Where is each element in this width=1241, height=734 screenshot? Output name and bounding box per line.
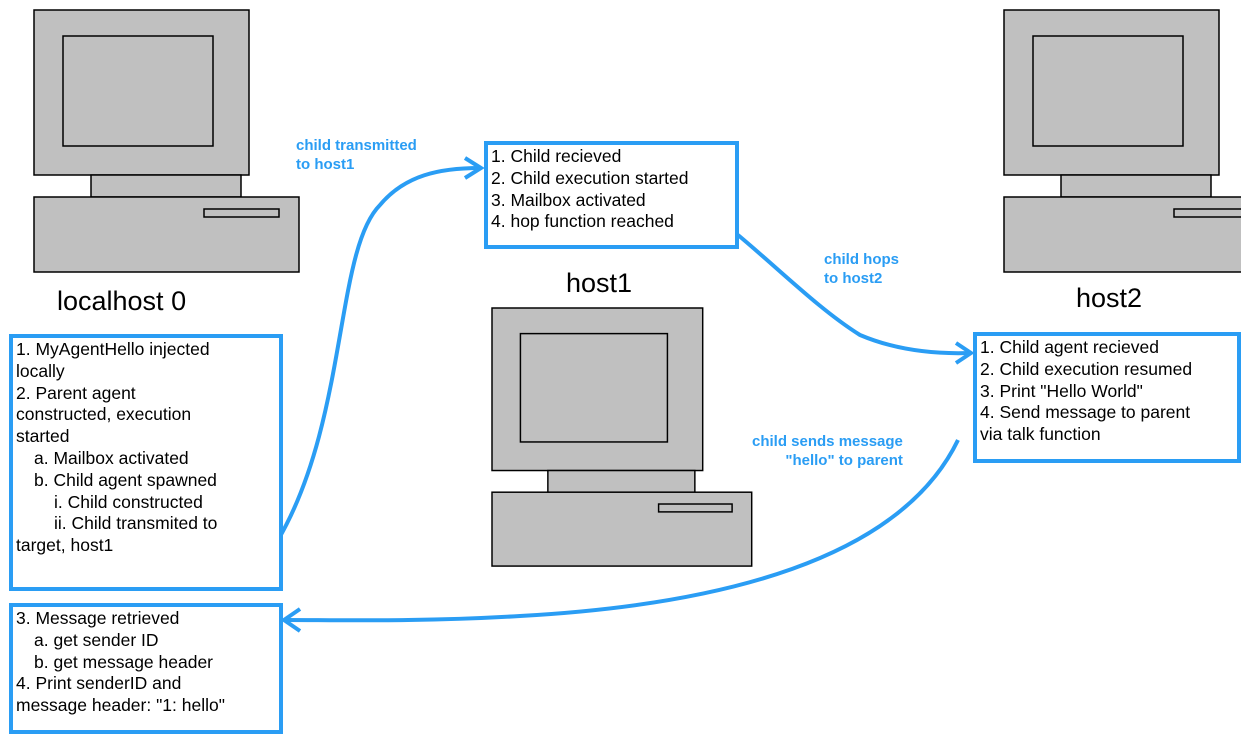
box-line: b. Child agent spawned bbox=[34, 469, 217, 490]
box-line: target, host1 bbox=[16, 535, 114, 556]
transmit-edge-label: child transmitted to host1 bbox=[296, 136, 417, 174]
box-line: 1. MyAgentHello injected bbox=[16, 339, 210, 359]
message-edge-label: child sends message "hello" to parent bbox=[752, 432, 903, 470]
transmit-arrow-line bbox=[276, 166, 481, 542]
transmit-arrowhead bbox=[463, 156, 485, 180]
hop-edge-label: child hops to host2 bbox=[824, 250, 899, 288]
box-line: 3. Print "Hello World" bbox=[980, 380, 1143, 401]
box-line: ii. Child transmited to bbox=[54, 513, 218, 534]
edge-label-line: to host2 bbox=[824, 270, 883, 287]
localhost-start-box: 1. MyAgentHello injected locally 2. Pare… bbox=[9, 334, 283, 591]
message-arrow-line bbox=[284, 439, 960, 623]
box-line: via talk function bbox=[980, 424, 1101, 445]
localhost-label: localhost 0 bbox=[57, 286, 187, 316]
edge-label-line: child hops bbox=[824, 251, 899, 268]
box-line: 4. hop function reached bbox=[491, 211, 674, 232]
host1-label: host1 bbox=[566, 268, 633, 298]
box-line: a. Mailbox activated bbox=[34, 447, 189, 468]
box-line: started bbox=[16, 426, 70, 447]
host2-label: host2 bbox=[1076, 283, 1143, 313]
box-line: 4. Print senderID and bbox=[16, 673, 182, 694]
host1-computer-icon bbox=[491, 307, 753, 567]
host2-steps-box: 1. Child agent recieved 2. Child executi… bbox=[973, 332, 1241, 463]
box-line: 2. Parent agent bbox=[16, 382, 136, 403]
host2-computer-icon bbox=[1003, 9, 1241, 273]
box-line: constructed, execution bbox=[16, 404, 192, 425]
box-line: i. Child constructed bbox=[54, 491, 203, 512]
box-line: 2. Child execution resumed bbox=[980, 358, 1193, 379]
localhost-computer-icon bbox=[33, 9, 300, 273]
box-line: a. get sender ID bbox=[34, 629, 159, 650]
localhost-end-box: 3. Message retrieved a. get sender ID b.… bbox=[9, 603, 283, 734]
host1-steps-box: 1. Child recieved 2. Child execution sta… bbox=[484, 141, 739, 249]
box-line: 1. Child recieved bbox=[491, 146, 622, 166]
hop-arrowhead bbox=[954, 341, 975, 365]
box-line: b. get message header bbox=[34, 651, 214, 672]
edge-label-line: child sends message bbox=[752, 433, 903, 450]
edge-label-line: to host1 bbox=[296, 156, 355, 173]
box-line: 2. Child execution started bbox=[491, 167, 689, 188]
message-arrowhead bbox=[280, 607, 302, 633]
box-line: message header: "1: hello" bbox=[16, 695, 225, 716]
edge-label-line: child transmitted bbox=[296, 137, 417, 154]
edge-label-line: "hello" to parent bbox=[785, 452, 903, 469]
box-line: 4. Send message to parent bbox=[980, 402, 1191, 423]
box-line: 1. Child agent recieved bbox=[980, 337, 1159, 357]
box-line: locally bbox=[16, 360, 65, 381]
box-line: 3. Mailbox activated bbox=[491, 189, 646, 210]
box-line: 3. Message retrieved bbox=[16, 608, 180, 628]
hop-arrow-line bbox=[736, 233, 971, 356]
